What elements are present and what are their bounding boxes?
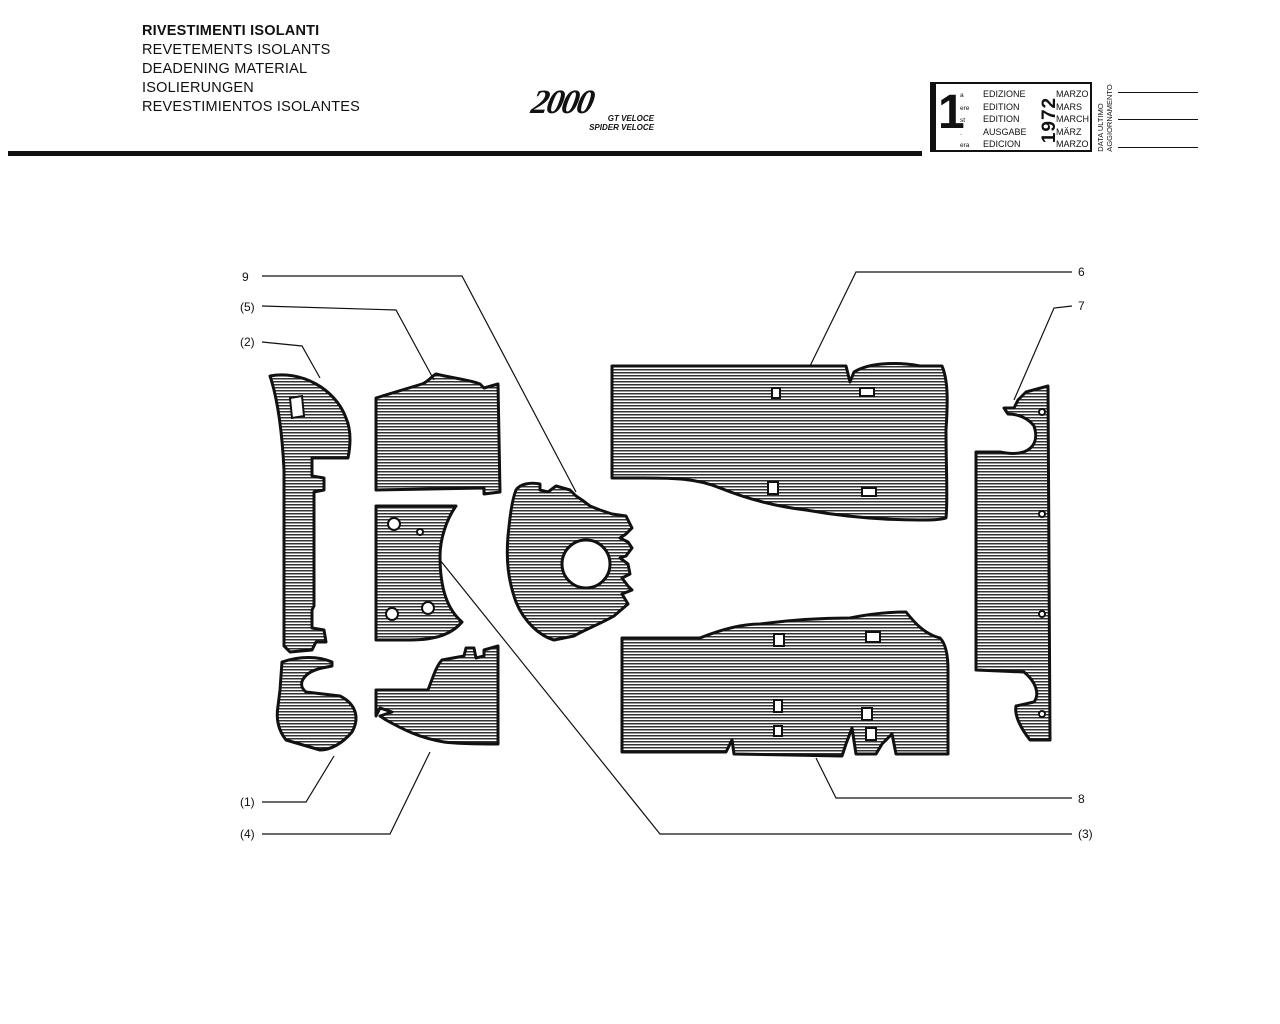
part-1-panel bbox=[275, 656, 358, 752]
part-3-panel bbox=[374, 504, 464, 642]
edition-suffix: a bbox=[960, 92, 964, 99]
variant-spider-veloce: SPIDER VELOCE bbox=[589, 123, 654, 132]
title-german: ISOLIERUNGEN bbox=[142, 80, 254, 96]
edition-month: MARZO bbox=[1056, 139, 1089, 150]
edition-suffixes: a ere st . era bbox=[960, 90, 969, 153]
edition-suffix: st bbox=[960, 117, 966, 125]
edition-word: EDICION bbox=[983, 139, 1021, 150]
part-6-slot bbox=[771, 387, 781, 399]
part-label-5: (5) bbox=[240, 300, 255, 314]
part-8-slot bbox=[773, 699, 783, 713]
edition-suffix: era bbox=[960, 142, 970, 150]
edition-month: MARCH bbox=[1056, 114, 1089, 125]
edition-month: MARZO bbox=[1056, 89, 1089, 99]
edition-words: EDIZIONE EDITION EDITION AUSGABE EDICION bbox=[983, 88, 1027, 151]
leader-line-1 bbox=[262, 755, 335, 803]
edition-suffix: ere bbox=[960, 104, 970, 112]
part-7-hole bbox=[1038, 510, 1046, 518]
variant-gt-veloce: GT VELOCE bbox=[607, 114, 654, 123]
part-8-slot bbox=[773, 725, 783, 737]
edition-month: MARS bbox=[1056, 101, 1083, 112]
part-7-hole bbox=[1038, 610, 1046, 618]
part-9-panel bbox=[505, 481, 634, 642]
leader-line-9 bbox=[262, 275, 577, 493]
header-rule bbox=[8, 151, 922, 156]
part-6-slot bbox=[767, 481, 779, 495]
part-label-1: (1) bbox=[240, 795, 255, 809]
part-7-panel bbox=[974, 384, 1052, 742]
part-label-2: (2) bbox=[240, 335, 255, 349]
part-6-panel bbox=[610, 362, 949, 522]
part-label-9: 9 bbox=[242, 270, 249, 284]
leader-line-6 bbox=[809, 271, 1072, 367]
edition-month: MÄRZ bbox=[1056, 126, 1082, 137]
edition-word: AUSGABE bbox=[983, 126, 1027, 137]
part-label-3: (3) bbox=[1078, 827, 1093, 841]
title-english: DEADENING MATERIAL bbox=[142, 61, 308, 77]
part-5-panel bbox=[374, 372, 502, 496]
title-italian: RIVESTIMENTI ISOLANTI bbox=[142, 23, 320, 39]
part-8-slot bbox=[773, 633, 785, 647]
title-block: RIVESTIMENTI ISOLANTI REVETEMENTS ISOLAN… bbox=[142, 22, 360, 117]
part-3-hole bbox=[416, 528, 424, 536]
leader-line-8 bbox=[815, 757, 1072, 799]
part-8-slot bbox=[861, 707, 873, 721]
update-date-line bbox=[1118, 119, 1198, 120]
part-label-7: 7 bbox=[1078, 299, 1085, 313]
edition-number: 1 bbox=[938, 86, 965, 139]
part-7-hole bbox=[1038, 710, 1046, 718]
edition-word: EDIZIONE bbox=[983, 89, 1026, 99]
leader-line-7 bbox=[1013, 305, 1073, 401]
update-date-line bbox=[1118, 92, 1198, 93]
part-label-8: 8 bbox=[1078, 792, 1085, 806]
model-variants: GT VELOCE SPIDER VELOCE bbox=[589, 114, 654, 132]
edition-months: MARZO MARS MARCH MÄRZ MARZO bbox=[1056, 88, 1089, 151]
part-6-slot bbox=[859, 387, 875, 397]
leader-line-4 bbox=[262, 751, 431, 835]
part-label-4: (4) bbox=[240, 827, 255, 841]
leader-line-3 bbox=[439, 559, 1072, 835]
edition-word: EDITION bbox=[983, 101, 1020, 112]
leader-line-2 bbox=[261, 341, 321, 379]
part-2-panel bbox=[268, 373, 352, 654]
part-6-slot bbox=[861, 487, 877, 497]
model-logo: 2000 GT VELOCE SPIDER VELOCE bbox=[528, 84, 662, 132]
part-7-hole bbox=[1038, 408, 1046, 416]
update-date-line bbox=[1118, 147, 1198, 148]
edition-suffix: . bbox=[960, 129, 962, 137]
part-4-panel bbox=[374, 644, 500, 746]
edition-box: 1 a ere st . era EDIZIONE EDITION EDITIO… bbox=[930, 82, 1092, 152]
part-label-6: 6 bbox=[1078, 265, 1085, 279]
title-french: REVETEMENTS ISOLANTS bbox=[142, 42, 331, 58]
part-2-window bbox=[288, 394, 306, 420]
part-3-hole bbox=[385, 607, 399, 621]
title-spanish: REVESTIMIENTOS ISOLANTES bbox=[142, 99, 361, 115]
leader-line-5 bbox=[261, 305, 435, 381]
part-8-slot bbox=[865, 727, 877, 741]
part-3-hole bbox=[421, 601, 435, 615]
part-3-hole bbox=[387, 517, 401, 531]
part-8-slot bbox=[865, 631, 881, 643]
edition-word: EDITION bbox=[983, 114, 1020, 125]
